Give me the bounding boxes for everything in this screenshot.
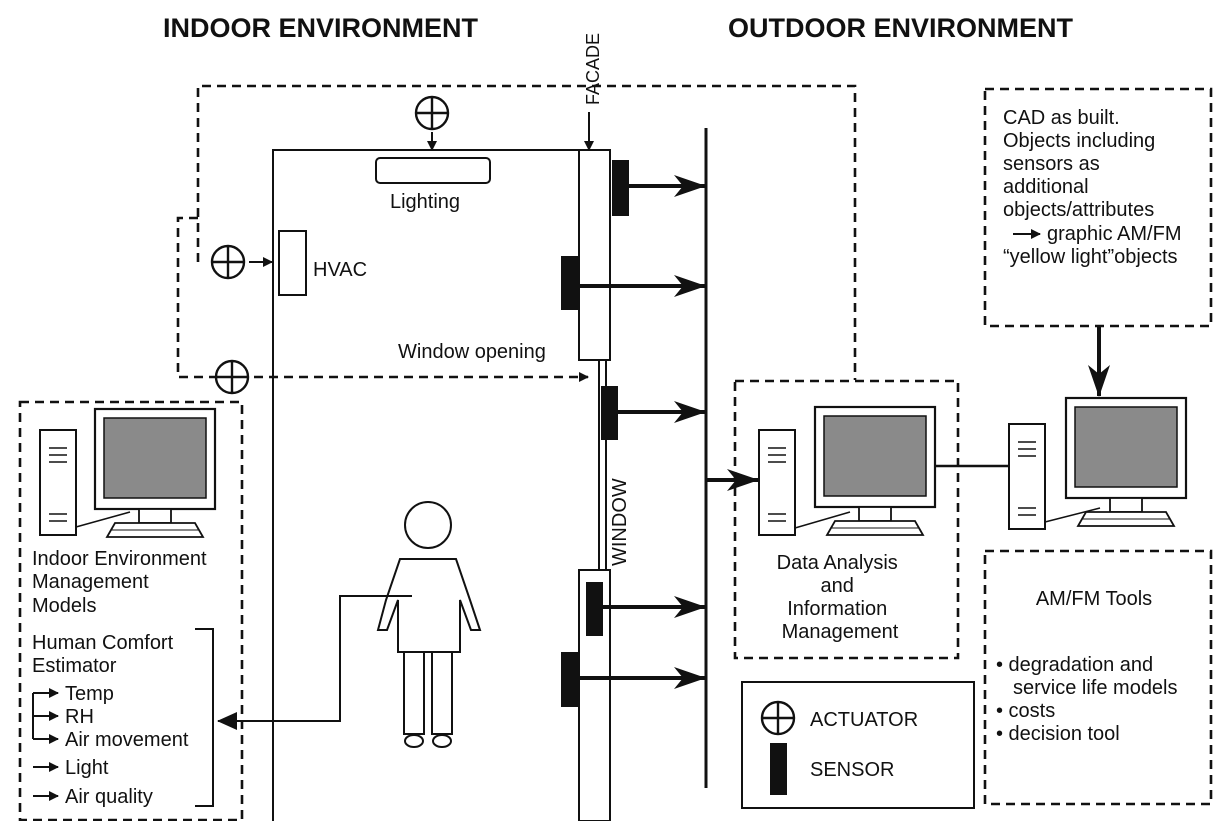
estimator-item: Air movement: [65, 729, 189, 751]
facade-wall: [578, 149, 611, 821]
outdoor-header: OUTDOOR ENVIRONMENT: [728, 13, 1074, 43]
legend-actuator-label: ACTUATOR: [810, 709, 918, 731]
computer-icon: [1064, 396, 1188, 528]
computer-icon: [93, 407, 217, 539]
data-analysis-box: [733, 379, 960, 660]
window-opening-label: Window opening: [398, 341, 546, 363]
computer-icon: [39, 429, 77, 536]
sensor-4: [586, 582, 603, 636]
amfm-bullets: • degradation and service life models • …: [996, 654, 1183, 745]
window-label: WINDOW: [609, 478, 631, 566]
legend-sensor-label: SENSOR: [810, 759, 894, 781]
sensor-icon: [770, 743, 787, 795]
sensor-1: [612, 160, 629, 216]
hvac-unit: [278, 230, 307, 296]
estimator-title: Human Comfort Estimator: [32, 632, 179, 677]
lighting-fixture: [375, 157, 491, 184]
estimator-items: Temp RH Air movement Light Air quality: [32, 683, 189, 808]
sensor-5: [561, 652, 578, 707]
person-to-estimator-line: [217, 595, 412, 730]
indoor-header: INDOOR ENVIRONMENT: [163, 13, 479, 43]
lighting-label: Lighting: [390, 191, 460, 213]
actuator-icon: [414, 95, 450, 131]
estimator-item: Temp: [65, 683, 114, 705]
amfm-box: [983, 549, 1213, 806]
hvac-label: HVAC: [313, 259, 367, 281]
control-loop: [176, 84, 857, 382]
estimator-item: RH: [65, 706, 94, 728]
computer-icon: [1008, 423, 1046, 530]
actuator-icon: [210, 244, 246, 280]
indoor-panel-box: [18, 400, 244, 821]
estimator-item: Air quality: [65, 786, 153, 808]
actuator-icon: [760, 700, 796, 736]
cad-text: CAD as built. Objects including sensors …: [1003, 107, 1187, 268]
actuator-icon: [214, 359, 250, 395]
estimator-item: Light: [65, 757, 109, 779]
sensor-3: [601, 386, 618, 440]
computer-icon: [758, 429, 796, 536]
person-figure: [376, 501, 482, 748]
sensor-2: [561, 256, 578, 310]
room-outline: [272, 149, 578, 821]
data-analysis-label: Data Analysis and Information Management: [777, 552, 904, 643]
indoor-panel-title: Indoor Environment Management Models: [32, 548, 212, 617]
amfm-title: AM/FM Tools: [1036, 588, 1152, 610]
facade-label: FACADE: [583, 33, 603, 105]
computer-icon: [813, 405, 937, 537]
estimator-bracket: [195, 628, 214, 807]
